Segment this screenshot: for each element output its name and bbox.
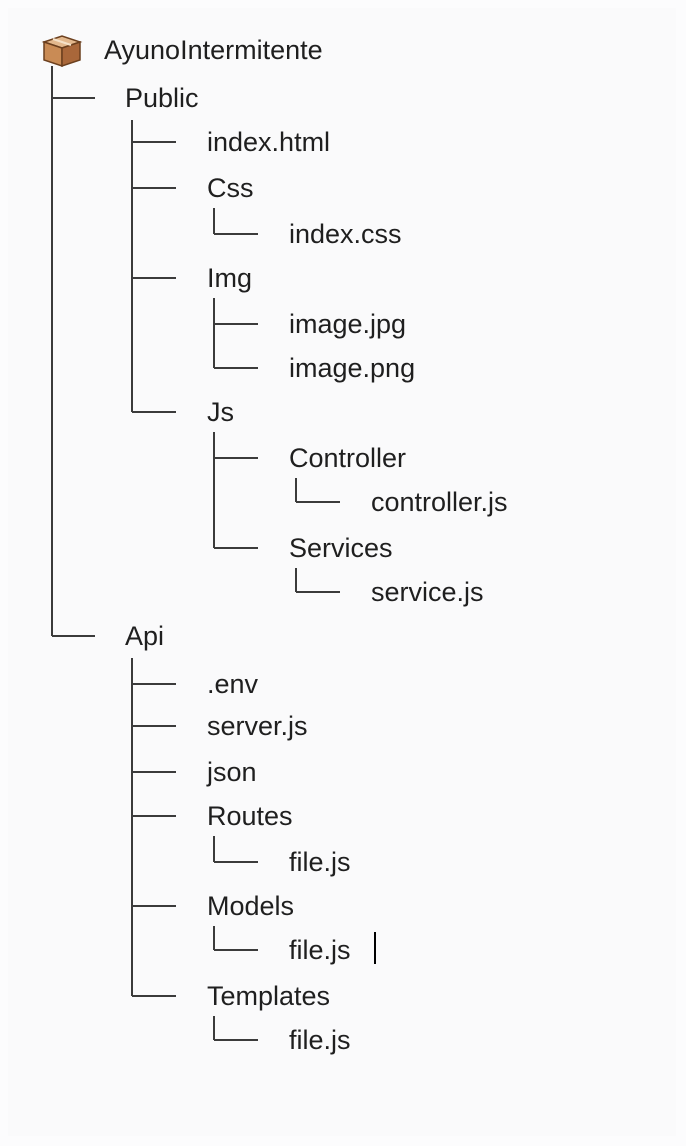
file-index-css[interactable]: index.css — [289, 219, 402, 249]
file-controller-js[interactable]: controller.js — [371, 487, 508, 517]
folder-css[interactable]: Css — [207, 173, 254, 203]
file-index-html[interactable]: index.html — [207, 127, 331, 157]
file-image-jpg[interactable]: image.jpg — [289, 309, 407, 339]
folder-services[interactable]: Services — [289, 533, 393, 563]
folder-img[interactable]: Img — [207, 263, 253, 293]
folder-public[interactable]: Public — [125, 83, 199, 113]
folder-controller[interactable]: Controller — [289, 443, 407, 473]
file-image-png[interactable]: image.png — [289, 353, 416, 383]
file-routes-file-js[interactable]: file.js — [289, 847, 351, 877]
file-json[interactable]: json — [207, 757, 257, 787]
folder-js[interactable]: Js — [207, 397, 234, 427]
file-server-js[interactable]: server.js — [207, 711, 308, 741]
package-icon — [41, 35, 83, 68]
text-cursor — [374, 932, 376, 964]
file-templates-file-js[interactable]: file.js — [289, 1025, 351, 1055]
tree-panel — [8, 8, 676, 1136]
folder-routes[interactable]: Routes — [207, 801, 293, 831]
folder-templates[interactable]: Templates — [207, 981, 331, 1011]
folder-models[interactable]: Models — [207, 891, 295, 921]
folder-api[interactable]: Api — [125, 621, 165, 651]
file-service-js[interactable]: service.js — [371, 577, 484, 607]
file-env[interactable]: .env — [207, 669, 259, 699]
tree-root-label[interactable]: AyunoIntermitente — [104, 35, 323, 65]
file-models-file-js[interactable]: file.js — [289, 935, 351, 965]
